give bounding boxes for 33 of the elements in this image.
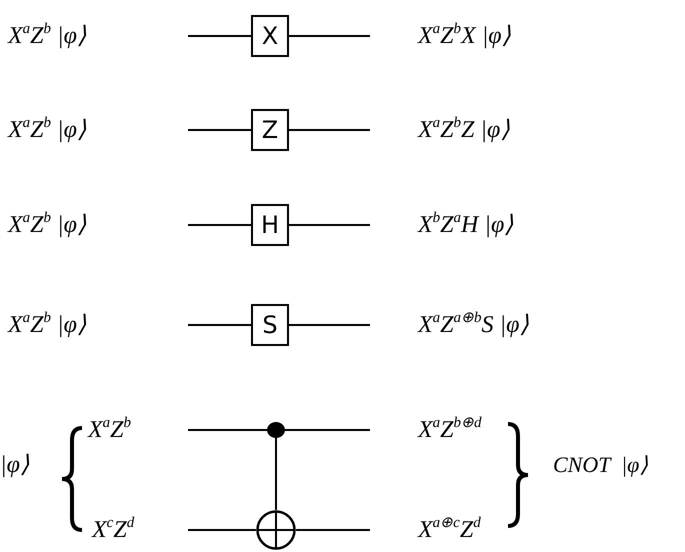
- math-expression: X$^{a}$Z$^{b}$ |φ⟩: [8, 211, 86, 239]
- gate-box: H: [251, 204, 289, 246]
- circuit-wire: [188, 324, 251, 326]
- math-expression: CNOT |φ⟩: [553, 451, 648, 479]
- gate-box: Z: [251, 109, 289, 151]
- circuit-wire: [188, 429, 267, 431]
- math-expression: X$^{b}$Z$^{a}$H |φ⟩: [418, 211, 514, 239]
- circuit-wire: [188, 224, 251, 226]
- circuit-wire: [289, 324, 370, 326]
- control-dot: [267, 422, 285, 438]
- math-expression: X$^{a}$Z$^{b}$ |φ⟩: [8, 22, 86, 50]
- math-expression: X$^{a}$Z$^{b}$X |φ⟩: [418, 22, 511, 50]
- math-expression: |φ⟩: [0, 451, 29, 479]
- circuit-wire: [275, 438, 277, 510]
- math-expression: X$^{c}$Z$^{d}$: [92, 516, 134, 544]
- gate-box: X: [251, 15, 289, 57]
- circuit-wire: [285, 429, 370, 431]
- math-expression: X$^{a}$Z$^{a⊕b}$S |φ⟩: [418, 311, 528, 339]
- math-expression: X$^{a⊕c}$Z$^{d}$: [418, 516, 481, 544]
- circuit-wire: [296, 529, 370, 531]
- circuit-wire: [289, 129, 370, 131]
- math-expression: X$^{a}$Z$^{b}$: [88, 416, 132, 444]
- circuit-wire: [188, 529, 256, 531]
- circuit-wire: [289, 224, 370, 226]
- math-expression: X$^{a}$Z$^{b⊕d}$: [418, 416, 482, 444]
- math-expression: X$^{a}$Z$^{b}$ |φ⟩: [8, 116, 86, 144]
- circuit-wire: [289, 35, 370, 37]
- circuit-wire: [188, 35, 251, 37]
- circuit-wire: [188, 129, 251, 131]
- target-symbol: [256, 510, 296, 550]
- math-expression: X$^{a}$Z$^{b}$Z |φ⟩: [418, 116, 510, 144]
- math-expression: X$^{a}$Z$^{b}$ |φ⟩: [8, 311, 86, 339]
- gate-box: S: [251, 304, 289, 346]
